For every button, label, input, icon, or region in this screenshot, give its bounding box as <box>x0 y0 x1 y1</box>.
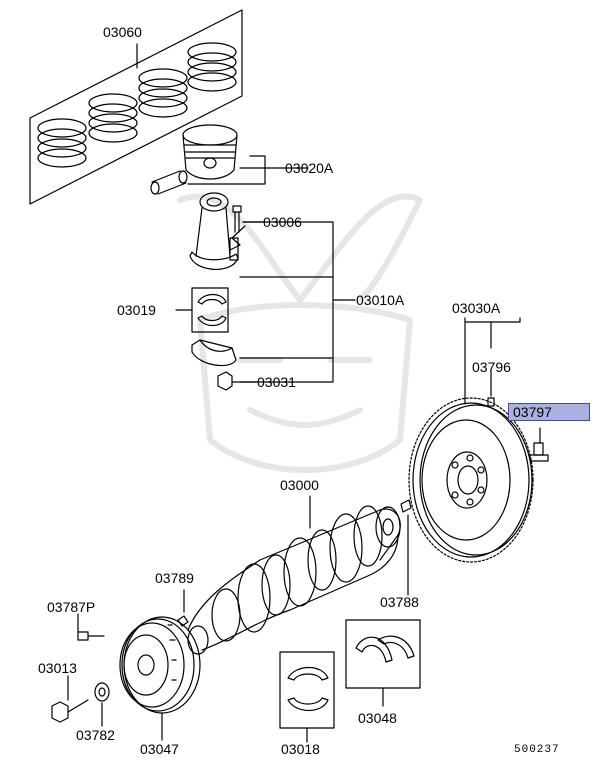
label-03060: 03060 <box>103 24 142 40</box>
flywheel-bolt <box>529 442 549 462</box>
leader-03010a-bracket <box>239 221 334 383</box>
woodruff-key <box>177 615 189 627</box>
label-03796: 03796 <box>472 359 511 375</box>
label-03013: 03013 <box>38 660 77 676</box>
watermark-icon <box>177 193 423 473</box>
rod-bolt <box>232 205 242 233</box>
label-03787p: 03787P <box>47 599 96 615</box>
label-03031: 03031 <box>257 374 296 390</box>
label-03000: 03000 <box>280 477 319 493</box>
label-03789: 03789 <box>155 570 194 586</box>
label-03030a: 03030A <box>452 300 501 316</box>
rod-nut <box>217 371 233 391</box>
pulley-bolt-03787p <box>77 631 105 641</box>
label-03019: 03019 <box>117 302 156 318</box>
main-bearing-box <box>279 651 335 729</box>
label-03797-highlighted[interactable]: 03797 <box>508 403 590 421</box>
label-03047: 03047 <box>140 741 179 757</box>
label-03006: 03006 <box>263 214 302 230</box>
washer <box>94 682 110 702</box>
label-03018: 03018 <box>281 741 320 757</box>
pulley-center-bolt <box>51 699 89 723</box>
label-03048: 03048 <box>358 710 397 726</box>
crank-pin-03788 <box>400 499 412 513</box>
label-03010a: 03010A <box>356 292 405 308</box>
label-03782: 03782 <box>76 727 115 743</box>
rod-bearing <box>197 293 227 327</box>
piston <box>182 124 238 180</box>
main-bearing <box>287 666 329 712</box>
crankshaft-pulley <box>119 616 201 714</box>
piston-pin <box>150 170 188 195</box>
rod-cap <box>191 339 237 367</box>
leader-03030a <box>464 317 521 323</box>
piston-ring-set <box>29 9 243 205</box>
leader-03020a <box>187 155 266 185</box>
diagram-code: 500237 <box>514 744 560 756</box>
label-03788: 03788 <box>380 594 419 610</box>
connecting-rod <box>189 192 239 271</box>
crankshaft <box>187 505 401 655</box>
piston-ring-stack <box>37 42 237 168</box>
label-03020a: 03020A <box>285 160 334 176</box>
flywheel <box>408 397 534 563</box>
dowel-pin <box>487 397 495 407</box>
thrust-bearing <box>355 635 415 663</box>
